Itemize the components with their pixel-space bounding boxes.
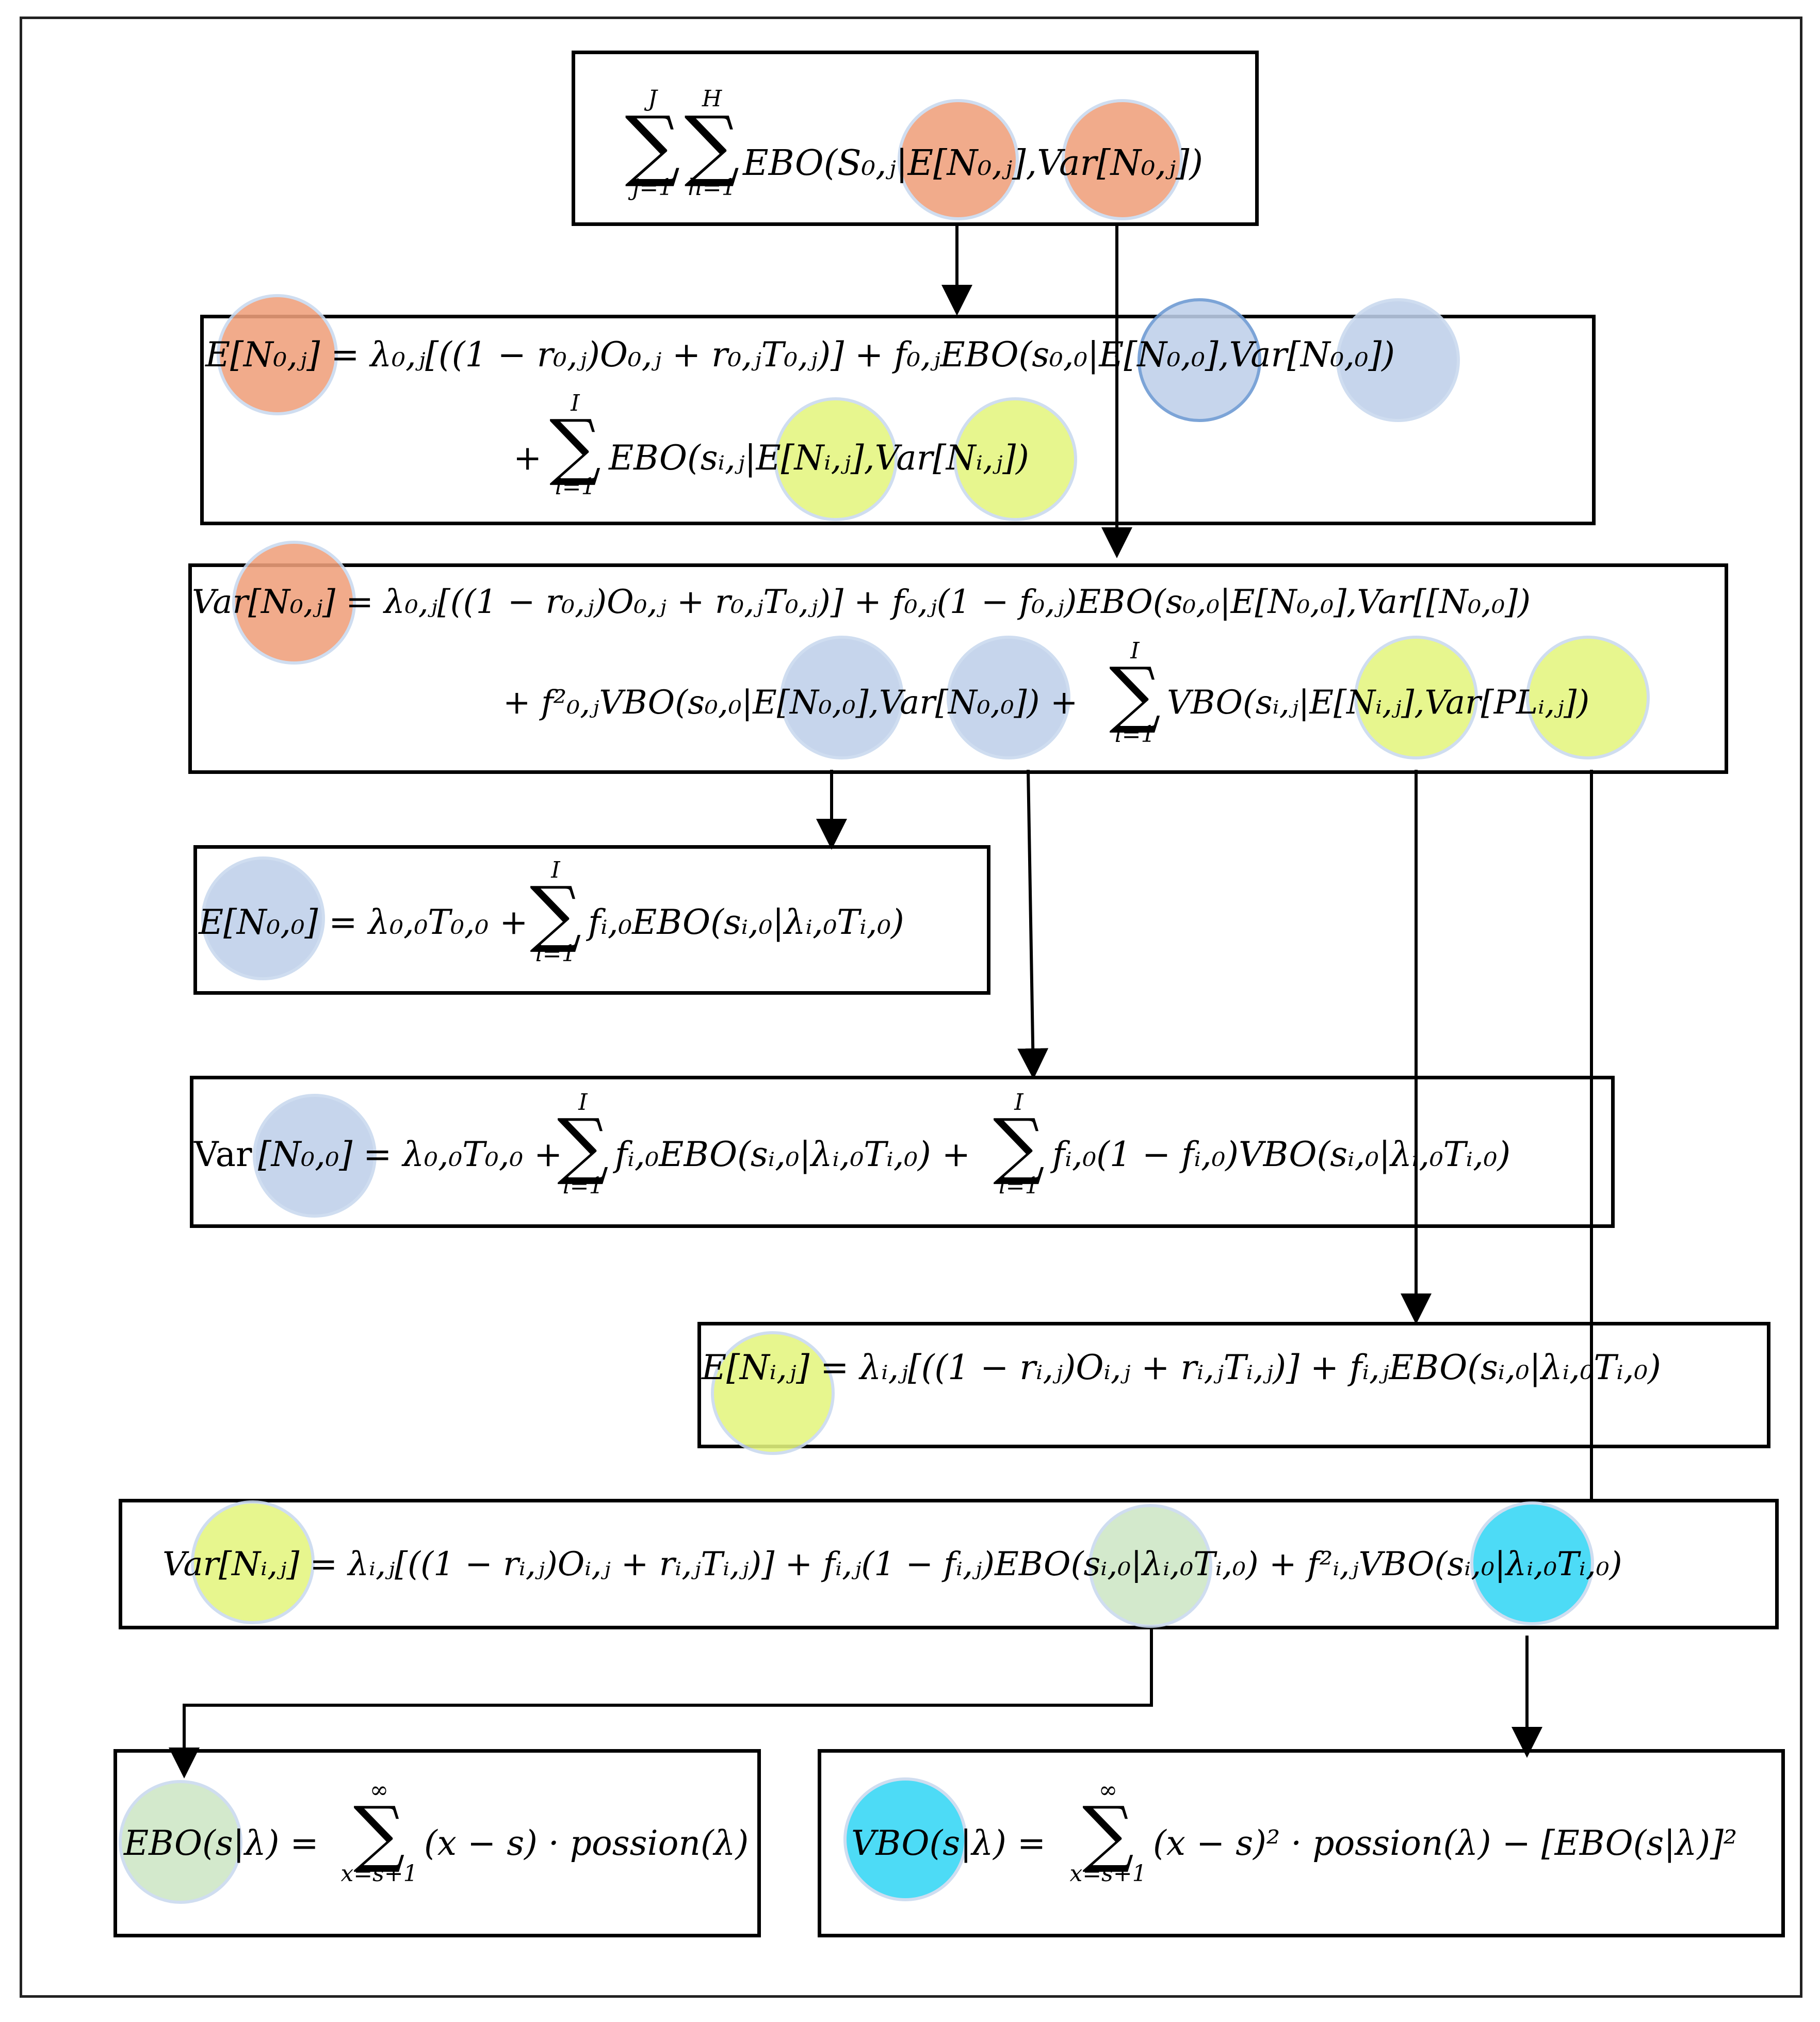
e-n0j-sum: I ∑ i=1 bbox=[544, 392, 606, 498]
highlight-var-nij-def bbox=[191, 1500, 315, 1624]
var-n0j-box bbox=[188, 563, 1728, 774]
var-n00-lhs: [N₀,₀] = λ₀,₀T₀,₀ + bbox=[258, 1135, 563, 1174]
highlight-vbo-def bbox=[843, 1777, 967, 1901]
ebo-def-sum: ∞ ∑ x=s+1 bbox=[338, 1779, 420, 1885]
var-n0j-line1: Var[N₀,ⱼ] = λ₀,ⱼ[((1 − r₀,ⱼ)O₀,ⱼ + r₀,ⱼT… bbox=[192, 583, 1531, 621]
sum-lower-label: x=s+1 bbox=[340, 1861, 418, 1887]
sum-lower-label: i=1 bbox=[998, 1173, 1039, 1199]
ebo-def-lhs: EBO(s|λ) = bbox=[124, 1823, 319, 1863]
e-nij-box bbox=[697, 1322, 1770, 1448]
vbo-def-rhs: (x − s)² · possion(λ) − [EBO(s|λ)]² bbox=[1153, 1823, 1737, 1863]
e-n0j-plus: + bbox=[513, 438, 542, 478]
sum-upper-label: ∞ bbox=[1098, 1777, 1118, 1803]
highlight-e-nij-def bbox=[711, 1331, 835, 1455]
highlight-ebo-def bbox=[119, 1780, 242, 1904]
sum-inner-h: H ∑ h=1 bbox=[681, 88, 743, 199]
highlight-ebo-ref bbox=[1088, 1504, 1212, 1628]
var-n00-rhs: fᵢ,₀(1 − fᵢ,₀)VBO(sᵢ,₀|λᵢ,₀Tᵢ,₀) bbox=[1052, 1135, 1511, 1174]
sum-outer-j: J ∑ j=1 bbox=[622, 88, 684, 199]
highlight-e-n00-def bbox=[201, 856, 325, 980]
arrow-var-nij-to-ebo bbox=[169, 1628, 1153, 1778]
e-n0j-line2: EBO(sᵢ,ⱼ|E[Nᵢ,ⱼ],Var[Nᵢ,ⱼ]) bbox=[609, 438, 1029, 478]
var-n00-word: Var bbox=[194, 1135, 252, 1174]
sum-lower-label: i=1 bbox=[562, 1173, 604, 1199]
var-n0j-line2a: + f²₀,ⱼVBO(s₀,₀|E[N₀,₀],Var[N₀,₀]) + bbox=[503, 684, 1078, 722]
sum-lower-label: x=s+1 bbox=[1069, 1861, 1147, 1887]
var-n00-mid: fᵢ,₀EBO(sᵢ,₀|λᵢ,₀Tᵢ,₀) + bbox=[615, 1135, 971, 1174]
var-n00-sum2: I ∑ i=1 bbox=[988, 1091, 1050, 1198]
vbo-def-lhs: VBO(s|λ) = bbox=[851, 1823, 1046, 1863]
ebo-def-rhs: (x − s) · possion(λ) bbox=[424, 1823, 749, 1863]
var-n0j-sum: I ∑ i=1 bbox=[1104, 640, 1166, 746]
highlight-e-nij-ref2 bbox=[1354, 636, 1478, 759]
arrow-var-n0j-to-var-n00 bbox=[1017, 769, 1049, 1079]
highlight-e-n0j-def bbox=[217, 294, 338, 415]
e-nij-expression: E[Nᵢ,ⱼ] = λᵢ,ⱼ[((1 − rᵢ,ⱼ)Oᵢ,ⱼ + rᵢ,ⱼTᵢ,… bbox=[702, 1348, 1661, 1387]
highlight-var-n0j-def bbox=[232, 541, 356, 665]
var-nij-expression: Var[Nᵢ,ⱼ] = λᵢ,ⱼ[((1 − rᵢ,ⱼ)Oᵢ,ⱼ + rᵢ,ⱼT… bbox=[163, 1545, 1622, 1583]
sum-upper-label: I bbox=[578, 1089, 588, 1115]
e-n00-lhs: E[N₀,₀] = λ₀,₀T₀,₀ + bbox=[199, 902, 528, 942]
var-n00-sum1: I ∑ i=1 bbox=[552, 1091, 614, 1198]
ebo-definition-box bbox=[113, 1749, 761, 1937]
highlight-e-n00-ref2 bbox=[780, 636, 904, 759]
sum-upper-label: H bbox=[702, 86, 722, 112]
highlight-var-n00-ref2 bbox=[947, 636, 1070, 759]
e-n00-box bbox=[193, 845, 990, 995]
sum-lower-label: i=1 bbox=[535, 941, 576, 967]
sum-lower-label: i=1 bbox=[555, 474, 596, 500]
highlight-var-n00-def bbox=[253, 1094, 377, 1218]
highlight-vbo-ref bbox=[1470, 1501, 1594, 1625]
highlight-e-n00-ref1 bbox=[1138, 298, 1261, 422]
sum-upper-label: I bbox=[551, 857, 560, 883]
var-nij-box bbox=[119, 1499, 1779, 1629]
sum-upper-label: ∞ bbox=[369, 1777, 389, 1803]
e-n00-rhs: fᵢ,₀EBO(sᵢ,₀|λᵢ,₀Tᵢ,₀) bbox=[588, 902, 904, 942]
highlight-var-n00-ref1 bbox=[1336, 298, 1460, 422]
sum-lower-label: j=1 bbox=[632, 174, 673, 201]
var-n0j-line2b: VBO(sᵢ,ⱼ|E[Nᵢ,ⱼ],Var[PLᵢ,ⱼ]) bbox=[1167, 684, 1590, 722]
sum-upper-label: I bbox=[1130, 638, 1140, 664]
highlight-e-nij-ref1 bbox=[774, 397, 898, 521]
highlight-var-nij-ref1 bbox=[953, 397, 1077, 521]
highlight-var-plij-ref bbox=[1526, 636, 1650, 759]
var-n00-box bbox=[190, 1076, 1615, 1228]
objective-box bbox=[572, 51, 1259, 226]
vbo-def-sum: ∞ ∑ x=s+1 bbox=[1067, 1779, 1149, 1885]
highlight-e-n0j-top bbox=[898, 99, 1019, 220]
highlight-var-n0j-top bbox=[1062, 99, 1183, 220]
diagram-frame bbox=[20, 17, 1802, 1998]
objective-expression: EBO(S₀,ⱼ|E[N₀,ⱼ],Var[N₀,ⱼ]) bbox=[743, 143, 1203, 184]
sum-upper-label: I bbox=[571, 390, 580, 416]
e-n00-sum: I ∑ i=1 bbox=[525, 859, 587, 965]
vbo-definition-box bbox=[818, 1749, 1785, 1937]
sum-upper-label: J bbox=[648, 86, 657, 112]
sum-upper-label: I bbox=[1014, 1089, 1023, 1115]
sum-lower-label: h=1 bbox=[688, 174, 736, 201]
e-n0j-box bbox=[200, 315, 1596, 525]
sum-lower-label: i=1 bbox=[1114, 721, 1156, 748]
e-n0j-line1: E[N₀,ⱼ] = λ₀,ⱼ[((1 − r₀,ⱼ)O₀,ⱼ + r₀,ⱼT₀,… bbox=[205, 335, 1395, 375]
